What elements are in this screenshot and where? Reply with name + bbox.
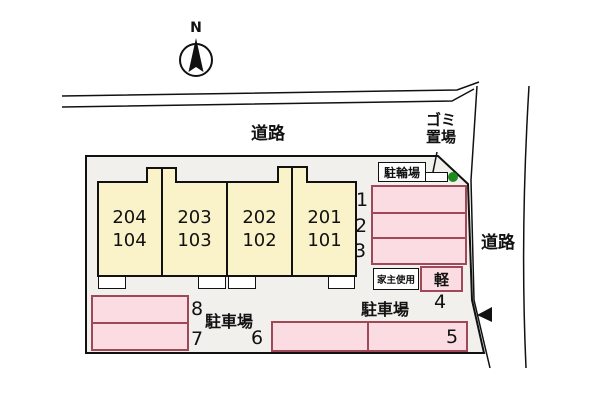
unit-divider-1 (161, 169, 163, 275)
owner-use-box: 家主使用 (373, 268, 419, 290)
parking-area-label-right: 駐車場 (361, 300, 410, 319)
bicycle-parking-label: 駐輪場 (383, 165, 420, 180)
unit-204-104: 204 104 (97, 181, 162, 277)
kei-car-space: 軽 (420, 266, 463, 292)
parking-space-1-label: 1 (355, 189, 369, 211)
unit-lower-number: 101 (307, 230, 342, 251)
parking-space-6 (271, 321, 369, 352)
unit-divider-2 (226, 183, 228, 275)
unit-upper-number: 203 (177, 207, 212, 228)
parking-space-3 (371, 237, 467, 265)
unit-202-102: 202 102 (227, 181, 292, 277)
unit-203-103: 203 103 (162, 181, 227, 277)
unit-upper-number: 204 (112, 207, 147, 228)
unit-upper-number: 201 (307, 207, 342, 228)
unit-lower-number: 102 (242, 230, 277, 251)
parking-space-7-label: 7 (190, 328, 204, 350)
top-road-lower-edge (61, 88, 475, 108)
right-road-right-edge (522, 85, 530, 369)
bicycle-parking-box: 駐輪場 (378, 162, 426, 182)
parking-space-4-label: 4 (433, 291, 447, 313)
unit-201-101: 201 101 (292, 181, 357, 277)
unit-upper-number: 202 (242, 207, 277, 228)
parking-space-5 (367, 321, 468, 352)
top-road-label: 道路 (251, 124, 285, 144)
parking-space-6-label: 6 (250, 327, 264, 349)
garbage-pointer-line (432, 151, 438, 173)
entrance-tab-2 (198, 277, 226, 289)
unit-lower-number: 103 (177, 230, 212, 251)
entrance-tab-4 (328, 277, 355, 289)
parking-space-1 (371, 185, 467, 214)
compass-north-label: N (190, 20, 202, 36)
owner-use-label: 家主使用 (376, 275, 415, 286)
tree-dot-icon (448, 172, 458, 182)
garbage-area-label: ゴミ 置場 (412, 112, 456, 146)
parking-space-3-label: 3 (353, 240, 367, 262)
parking-area-label-left: 駐車場 (205, 312, 254, 331)
entrance-tab-3 (228, 277, 256, 289)
unit-lower-number: 104 (112, 230, 147, 251)
garbage-spot-box (425, 172, 448, 182)
compass-needle-icon (188, 38, 204, 72)
parking-space-7 (91, 322, 189, 351)
right-road-left-edge (470, 85, 491, 369)
parking-space-2-label: 2 (354, 215, 368, 237)
parking-space-8 (91, 295, 189, 324)
top-road-upper-edge (61, 81, 480, 97)
entrance-tab-1 (98, 277, 126, 289)
entrance-arrow-icon (477, 307, 492, 322)
parking-space-2 (371, 212, 467, 239)
garbage-area-label-line2: 置場 (425, 128, 456, 146)
parking-space-8-label: 8 (190, 298, 204, 320)
garbage-area-label-line1: ゴミ (425, 111, 456, 129)
unit-divider-3 (291, 168, 293, 275)
kei-car-label: 軽 (433, 270, 449, 289)
right-road-label: 道路 (481, 233, 515, 253)
parking-space-5-label: 5 (445, 326, 459, 348)
